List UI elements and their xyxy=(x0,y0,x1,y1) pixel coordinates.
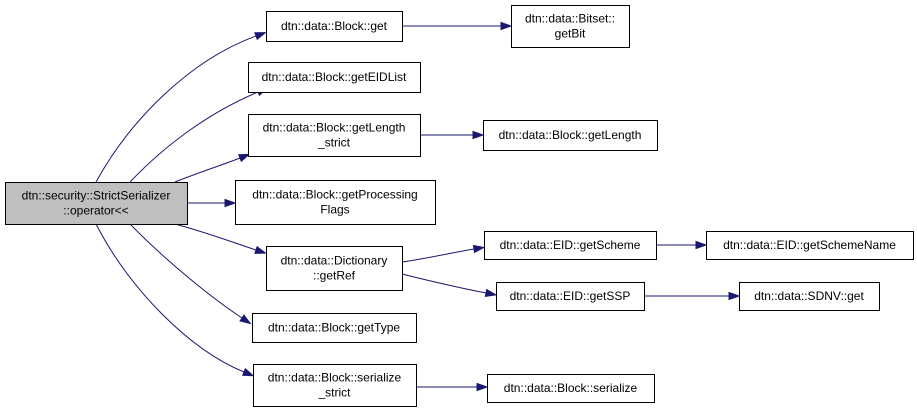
edge-line xyxy=(95,223,245,373)
node-box xyxy=(487,374,655,403)
edge-line xyxy=(95,35,257,183)
arrow-head-icon xyxy=(728,291,741,301)
node-box xyxy=(253,364,417,407)
node-label: dtn::data::Block::serialize xyxy=(268,371,402,385)
arrow-head-icon xyxy=(695,240,708,250)
node-label: dtn::data::SDNV::get xyxy=(754,289,864,303)
node-label: Flags xyxy=(320,203,349,217)
node-label: dtn::data::Dictionary xyxy=(281,254,388,268)
node-box xyxy=(706,231,914,260)
node-label: dtn::data::Block::getLength xyxy=(499,128,642,142)
node-block-getlength[interactable]: dtn::data::Block::getLength xyxy=(483,120,658,151)
node-label: ::getRef xyxy=(313,269,356,283)
edge-eid_getscheme-to-eid_getschemename xyxy=(656,240,708,250)
arrow-head-icon xyxy=(254,245,267,254)
edge-block_getlength_strict-to-block_getlength xyxy=(420,130,485,140)
arrow-head-icon xyxy=(484,288,498,298)
edge-root-to-block_getlength_strict xyxy=(174,153,251,183)
arrow-head-icon xyxy=(500,21,513,31)
edge-root-to-block_get xyxy=(95,32,267,183)
edge-eid_getssp-to-sdnv_get xyxy=(644,291,741,301)
edge-root-to-block_geteidlist xyxy=(129,87,269,183)
arrow-head-icon xyxy=(237,153,251,163)
node-dictionary-getref[interactable]: dtn::data::Dictionary::getRef xyxy=(266,246,403,291)
node-root[interactable]: dtn::security::StrictSerializer::operato… xyxy=(5,182,188,225)
node-block-serialize[interactable]: dtn::data::Block::serialize xyxy=(487,374,655,403)
node-box xyxy=(248,114,421,157)
edge-root-to-dictionary_getref xyxy=(174,223,267,254)
node-label: _strict xyxy=(317,386,351,400)
node-sdnv-get[interactable]: dtn::data::SDNV::get xyxy=(739,282,880,311)
node-eid-getschemename[interactable]: dtn::data::EID::getSchemeName xyxy=(706,231,914,260)
node-box xyxy=(496,282,645,311)
nodes-layer: dtn::security::StrictSerializer::operato… xyxy=(5,5,914,407)
arrow-head-icon xyxy=(254,32,267,41)
arrow-head-icon xyxy=(472,130,485,140)
node-bitset-getbit[interactable]: dtn::data::Bitset::getBit xyxy=(511,5,630,48)
edge-block_serialize_strict-to-block_serialize xyxy=(416,382,489,392)
node-box xyxy=(252,313,417,343)
edge-line xyxy=(401,248,475,263)
node-box xyxy=(235,180,436,225)
node-label: dtn::data::EID::getScheme xyxy=(500,238,641,252)
node-label: dtn::data::Block::serialize xyxy=(504,381,638,395)
node-box xyxy=(739,282,880,311)
node-block-getlength-strict[interactable]: dtn::data::Block::getLength_strict xyxy=(248,114,421,157)
node-block-serialize-strict[interactable]: dtn::data::Block::serialize_strict xyxy=(253,364,417,407)
node-label: dtn::data::EID::getSchemeName xyxy=(723,238,896,252)
node-label: dtn::data::Block::getLength xyxy=(263,121,406,135)
node-box xyxy=(266,246,403,291)
node-label: dtn::data::Block::getProcessing xyxy=(252,188,417,202)
node-label: ::operator<< xyxy=(63,204,128,218)
arrow-head-icon xyxy=(224,198,237,208)
edge-dictionary_getref-to-eid_getssp xyxy=(401,273,498,298)
edge-line xyxy=(129,91,259,183)
edge-line xyxy=(174,223,257,251)
node-label: dtn::data::EID::getSSP xyxy=(510,289,631,303)
arrow-head-icon xyxy=(241,367,255,377)
node-box xyxy=(511,5,630,48)
arrow-head-icon xyxy=(239,314,252,325)
node-box xyxy=(248,62,421,93)
edge-line xyxy=(401,273,487,294)
edge-root-to-block_getprocessingflags xyxy=(187,198,237,208)
node-box xyxy=(484,231,657,260)
node-label: dtn::security::StrictSerializer xyxy=(22,189,171,203)
arrow-head-icon xyxy=(476,382,489,392)
edge-root-to-block_serialize_strict xyxy=(95,223,255,377)
node-label: dtn::data::Bitset:: xyxy=(525,12,615,26)
edge-dictionary_getref-to-eid_getscheme xyxy=(401,244,486,263)
node-block-gettype[interactable]: dtn::data::Block::getType xyxy=(252,313,417,343)
node-eid-getscheme[interactable]: dtn::data::EID::getScheme xyxy=(484,231,657,260)
node-label: getBit xyxy=(555,27,586,41)
node-block-get[interactable]: dtn::data::Block::get xyxy=(266,11,403,42)
node-label: dtn::data::Block::getType xyxy=(268,321,400,335)
node-eid-getssp[interactable]: dtn::data::EID::getSSP xyxy=(496,282,645,311)
node-label: dtn::data::Block::get xyxy=(281,19,388,33)
edge-block_get-to-bitset_getbit xyxy=(402,21,513,31)
node-box xyxy=(5,182,188,225)
node-block-geteidlist[interactable]: dtn::data::Block::getEIDList xyxy=(248,62,421,93)
node-label: _strict xyxy=(317,136,351,150)
arrow-head-icon xyxy=(472,244,486,254)
node-label: dtn::data::Block::getEIDList xyxy=(262,70,407,84)
edge-line xyxy=(129,223,243,319)
edge-root-to-block_gettype xyxy=(129,223,252,325)
edge-line xyxy=(174,157,241,183)
node-box xyxy=(483,120,658,151)
node-box xyxy=(266,11,403,42)
